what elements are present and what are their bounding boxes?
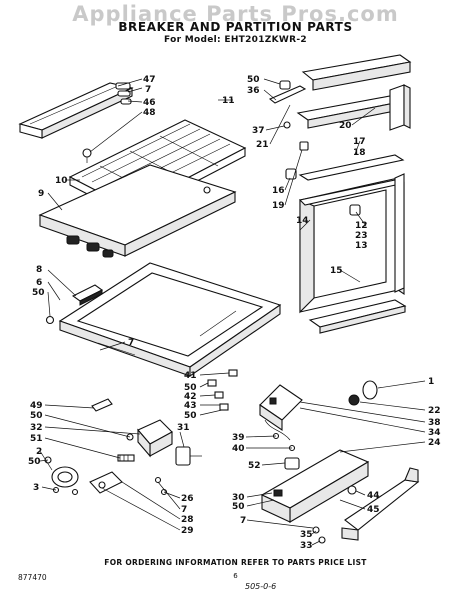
part-trim-channel <box>341 467 420 541</box>
callout-50: 50 <box>30 411 43 421</box>
part-thermostat-housing <box>259 384 303 432</box>
callout-34: 34 <box>428 428 441 438</box>
callout-3: 3 <box>33 483 39 493</box>
callout-19: 19 <box>272 201 285 211</box>
part-crossbar-12 <box>298 154 405 206</box>
part-breaker-strip <box>18 82 134 139</box>
part-screw-50-frame <box>45 315 55 325</box>
callout-21: 21 <box>256 140 269 150</box>
part-screws-35-33 <box>312 526 326 544</box>
part-bulb-44 <box>347 485 357 495</box>
callout-45: 45 <box>367 505 380 515</box>
part-knob-1 <box>348 380 378 406</box>
callout-38: 38 <box>428 418 441 428</box>
callout-51: 51 <box>30 434 43 444</box>
callout-28: 28 <box>181 515 194 525</box>
callout-14: 14 <box>296 216 309 226</box>
part-clip-49 <box>91 398 113 412</box>
callout-47: 47 <box>143 75 156 85</box>
callout-10: 10 <box>55 176 68 186</box>
revision-code: 505-0-6 <box>245 582 277 591</box>
callout-13: 13 <box>355 241 368 251</box>
callout-32: 32 <box>30 423 43 433</box>
callout-49: 49 <box>30 401 43 411</box>
callout-22: 22 <box>428 406 441 416</box>
callout-39: 39 <box>232 433 245 443</box>
callout-7: 7 <box>145 85 151 95</box>
part-clip-47 <box>115 82 132 105</box>
part-top-strip <box>301 54 412 91</box>
part-coil-2 <box>51 466 79 488</box>
callout-18: 18 <box>353 148 366 158</box>
callout-7: 7 <box>181 505 187 515</box>
callout-9: 9 <box>38 189 44 199</box>
callout-1: 1 <box>428 377 434 387</box>
part-bracket-50-36 <box>279 80 291 129</box>
callout-48: 48 <box>143 108 156 118</box>
callout-17: 17 <box>353 137 366 147</box>
callout-50: 50 <box>232 502 245 512</box>
callout-52: 52 <box>248 461 261 471</box>
callout-50: 50 <box>28 457 41 467</box>
model-line: For Model: EHT201ZKWR-2 <box>164 35 307 45</box>
callout-29: 29 <box>181 526 194 536</box>
callout-35: 35 <box>300 530 313 540</box>
callout-8: 8 <box>36 265 42 275</box>
callout-labels: 47 7 46 48 10 9 50 36 11 37 21 20 17 18 … <box>28 75 441 551</box>
callout-40: 40 <box>232 444 245 454</box>
callout-31: 31 <box>177 423 190 433</box>
callout-23: 23 <box>355 231 368 241</box>
part-switch-41-43 <box>207 369 238 411</box>
callout-2: 2 <box>36 447 42 457</box>
callout-50: 50 <box>247 75 260 85</box>
ordering-note: FOR ORDERING INFORMATION REFER TO PARTS … <box>104 558 367 567</box>
callout-42: 42 <box>184 392 197 402</box>
part-limit-switch-31 <box>175 446 202 466</box>
callout-26: 26 <box>181 494 194 504</box>
page-number: 6 <box>233 572 238 580</box>
part-socket-52 <box>284 457 300 470</box>
part-post-right <box>394 173 405 293</box>
callout-50: 50 <box>184 411 197 421</box>
page-title: BREAKER AND PARTITION PARTS <box>118 20 353 34</box>
part-screw-48 <box>82 148 92 163</box>
callout-6: 6 <box>36 278 42 288</box>
callout-37: 37 <box>252 126 265 136</box>
part-bar-lower <box>308 299 407 334</box>
callout-36: 36 <box>247 86 260 96</box>
part-post-top <box>389 84 411 131</box>
callout-24: 24 <box>428 438 441 448</box>
callout-7: 7 <box>128 338 134 348</box>
part-terminal-51 <box>117 454 135 462</box>
part-partition-frame <box>299 176 405 314</box>
callout-46: 46 <box>143 98 156 108</box>
part-tray-9 <box>38 164 237 258</box>
callout-16: 16 <box>272 186 285 196</box>
callout-7: 7 <box>240 516 246 526</box>
part-label-plate-8 <box>71 284 104 306</box>
part-angle-21 <box>268 85 307 104</box>
callout-11: 11 <box>222 96 235 106</box>
leader-lines <box>39 78 426 546</box>
part-control-bracket <box>260 449 370 523</box>
part-breaker-body-32 <box>137 419 173 458</box>
callout-43: 43 <box>184 401 197 411</box>
callout-50: 50 <box>184 383 197 393</box>
part-base-frame <box>58 262 282 378</box>
watermark-text: Appliance Parts Pros.com <box>72 2 399 26</box>
callout-33: 33 <box>300 541 313 551</box>
callout-30: 30 <box>232 493 245 503</box>
callout-41: 41 <box>184 371 197 381</box>
callout-44: 44 <box>367 491 380 501</box>
part-clip-23 <box>349 204 361 216</box>
callout-15: 15 <box>330 266 343 276</box>
callout-12: 12 <box>355 221 368 231</box>
figure-id: 877470 <box>18 573 47 582</box>
part-clip-16-19 <box>285 141 309 180</box>
callout-50: 50 <box>32 288 45 298</box>
callout-20: 20 <box>339 121 352 131</box>
